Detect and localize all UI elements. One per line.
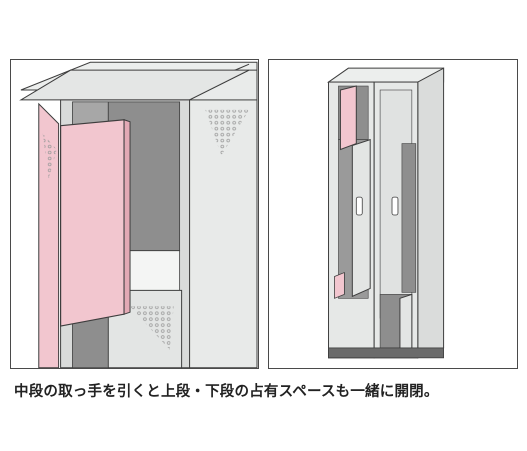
perforated-vent-icon xyxy=(42,133,57,180)
closeup-illustration-panel xyxy=(10,59,259,369)
perforated-vent-icon xyxy=(205,109,250,156)
door-handle-icon xyxy=(355,196,363,216)
locker-full-illustration xyxy=(326,67,445,359)
caption-text: 中段の取っ手を引くと上段・下段の占有スペースも一緒に開閉。 xyxy=(14,384,439,400)
full-locker-illustration-panel xyxy=(268,59,518,369)
door-handle-icon xyxy=(391,196,399,216)
locker-closeup-illustration xyxy=(19,61,258,368)
perforated-vent-icon xyxy=(130,306,174,350)
